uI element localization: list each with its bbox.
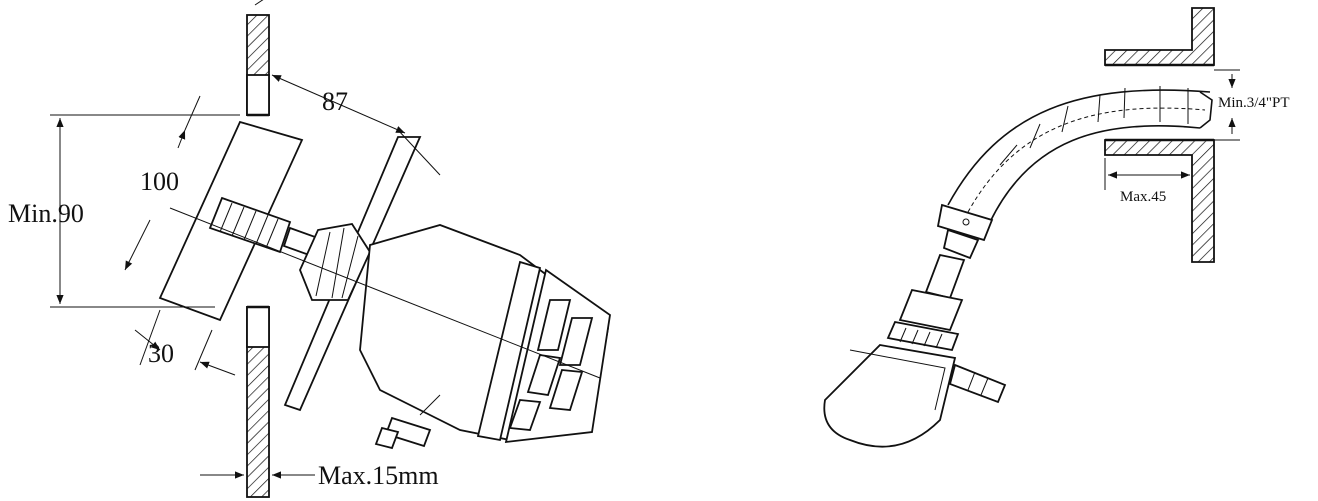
- coupling-nut: [299, 223, 372, 301]
- dimension-max-45: [1104, 158, 1190, 190]
- label-100: 100: [140, 167, 179, 196]
- label-min-3-4-pt: Min.3/4"PT: [1218, 95, 1290, 111]
- dimension-30: [134, 309, 236, 376]
- dimension-max-15mm: [200, 465, 315, 497]
- label-max-15mm: Max.15mm: [318, 461, 439, 490]
- label-87: 87: [322, 87, 348, 116]
- dimension-87: [271, 74, 441, 176]
- label-30: 30: [148, 339, 174, 368]
- dimension-min-90: [50, 114, 240, 308]
- label-max-45: Max.45: [1120, 189, 1166, 205]
- label-min-90: Min.90: [8, 199, 84, 228]
- sensor-housing: [169, 207, 611, 450]
- tank-wall: [246, 0, 270, 498]
- right-figure: Min.3/4"PT Max.45: [823, 7, 1290, 448]
- tank-wall-right: [1104, 7, 1215, 263]
- dimension-min-3-4-pt: [1214, 69, 1240, 141]
- dimension-100: [124, 95, 201, 271]
- left-figure: 87 100 Min.90 30 Max.1: [8, 0, 611, 498]
- flexible-arm: [936, 86, 1213, 260]
- sensor-body-right: [823, 253, 1007, 448]
